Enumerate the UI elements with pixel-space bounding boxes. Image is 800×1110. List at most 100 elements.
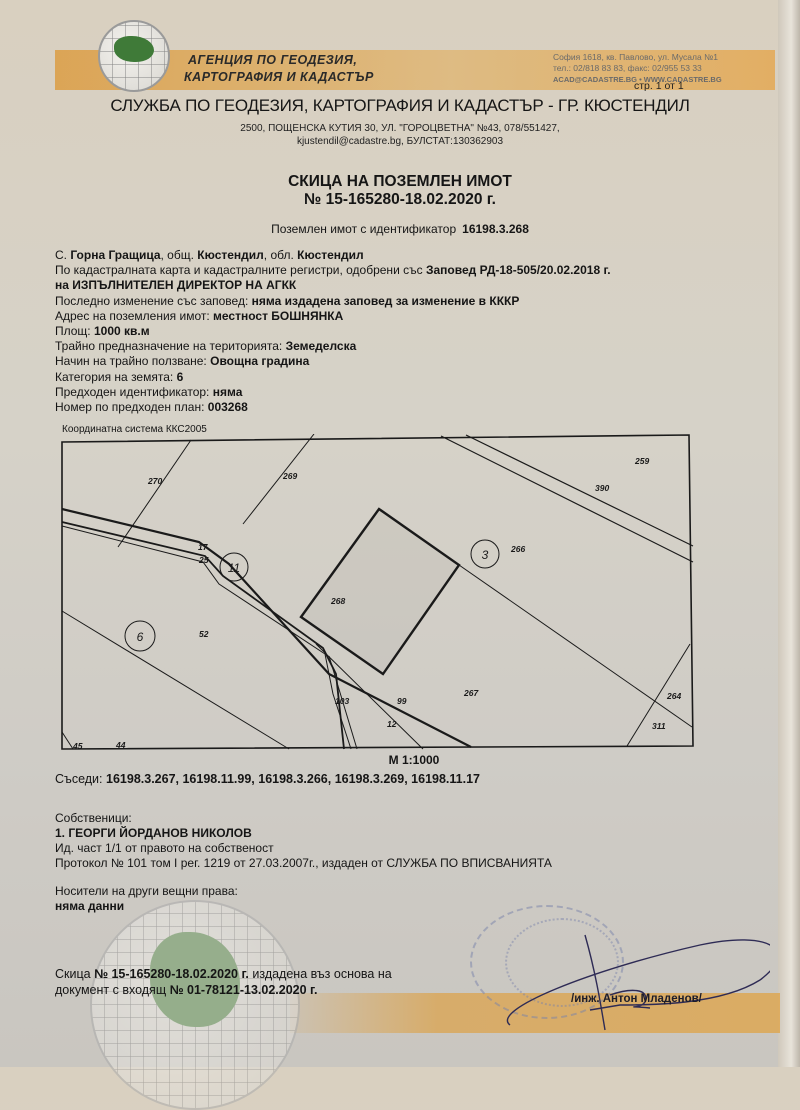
map-scale: М 1:1000: [388, 753, 440, 767]
property-identifier: Поземлен имот с идентификатор 16198.3.268: [0, 222, 800, 236]
usage-line: Начин на трайно ползване: Овощна градина: [55, 354, 611, 369]
address-label: Адрес на поземления имот:: [55, 308, 210, 323]
cadastral-map: 270 269 259 390 266 17 25 268 52 103 99 …: [61, 434, 694, 750]
prev-id-line: Предходен идентификатор: няма: [55, 385, 611, 400]
usage-label: Начин на трайно ползване:: [55, 354, 207, 369]
neighbors-value: 16198.3.267, 16198.11.99, 16198.3.266, 1…: [106, 772, 480, 786]
official-stamp-icon: [470, 905, 624, 1019]
agency-name-line2: КАРТОГРАФИЯ И КАДАСТЪР: [184, 70, 374, 84]
agency-hq-contacts: София 1618, кв. Павлово, ул. Мусала №1 т…: [553, 52, 722, 85]
prev-id-label: Предходен идентификатор:: [55, 384, 210, 399]
paper-edge: [778, 0, 800, 1067]
service-address-line2: kjustendil@cadastre.bg, БУЛСТАТ:13036290…: [296, 136, 504, 147]
hq-web: ACAD@CADASTRE.BG • WWW.CADASTRE.BG: [553, 75, 722, 84]
other-rights-value: няма данни: [55, 899, 125, 913]
parcel-label-269: 269: [282, 471, 297, 481]
document-title-text: СКИЦА НА ПОЗЕМЛЕН ИМОТ: [288, 173, 512, 190]
official-stamp-inner-icon: [505, 918, 619, 1007]
category-value: 6: [176, 369, 184, 384]
parcel-label-52: 52: [199, 629, 209, 639]
coordinate-system: Координатна система ККС2005: [62, 424, 207, 435]
prev-id-value: няма: [212, 384, 243, 399]
parcel-label-390: 390: [595, 483, 609, 493]
incoming-doc-number: № 01-78121-13.02.2020 г.: [169, 983, 318, 997]
other-rights-section: Носители на други вещни права: няма данн…: [55, 884, 238, 914]
service-address: 2500, ПОЩЕНСКА КУТИЯ 30, УЛ. "ГОРОЦВЕТНА…: [0, 122, 800, 148]
parcel-label-12: 12: [387, 719, 397, 729]
zone-circle-3: [470, 539, 500, 569]
parcel-label-45: 45: [72, 741, 83, 750]
location-prefix: С.: [55, 248, 67, 262]
issued-prefix: Скица: [55, 967, 91, 981]
usage-value: Овощна градина: [210, 354, 310, 369]
owner-share: Ид. част 1/1 от правото на собственост: [55, 841, 274, 855]
zone-label-3: 3: [482, 548, 489, 562]
page-indicator: стр. 1 от 1: [634, 80, 684, 92]
hq-address: София 1618, кв. Павлово, ул. Мусала №1: [553, 52, 718, 62]
service-name: СЛУЖБА ПО ГЕОДЕЗИЯ, КАРТОГРАФИЯ И КАДАСТ…: [110, 96, 690, 115]
property-info: С. Горна Гращица, общ. Кюстендил, обл. К…: [55, 248, 611, 415]
parcel-label-99: 99: [397, 696, 407, 706]
signer-name: /инж. Антон Младенов/: [571, 993, 702, 1005]
parcel-label-266: 266: [510, 544, 525, 554]
document-title: СКИЦА НА ПОЗЕМЛЕН ИМОТ № 15-165280-18.02…: [0, 173, 800, 209]
order-issuer: на ИЗПЪЛНИТЕЛЕН ДИРЕКТОР НА АГКК: [55, 278, 297, 293]
agency-name-line1: АГЕНЦИЯ ПО ГЕОДЕЗИЯ,: [188, 53, 358, 67]
last-change-value: няма издадена заповед за изменение в ККК…: [251, 293, 520, 308]
owner-name: 1. ГЕОРГИ ЙОРДАНОВ НИКОЛОВ: [55, 826, 252, 840]
location-line: С. Горна Гращица, общ. Кюстендил, обл. К…: [55, 248, 611, 263]
parcel-label-25: 25: [198, 555, 209, 565]
purpose-label: Трайно предназначение на територията:: [55, 339, 283, 354]
municipality: Кюстендил: [197, 248, 264, 262]
identifier-value: 16198.3.268: [462, 222, 529, 236]
prev-plan-line: Номер по предходен план: 003268: [55, 400, 611, 415]
parcel-label-259: 259: [634, 456, 649, 466]
purpose-line: Трайно предназначение на територията: Зе…: [55, 339, 611, 354]
area-value: 1000 кв.м: [94, 324, 150, 339]
agency-logo-globe-icon: [98, 20, 170, 92]
incoming-doc-prefix: документ с входящ: [55, 983, 167, 997]
signature-icon: [506, 934, 770, 1031]
parcel-label-103: 103: [335, 696, 349, 706]
cadastre-line: По кадастралната карта и кадастралните р…: [55, 263, 611, 278]
hq-phone: тел.: 02/818 83 83, факс: 02/955 53 33: [553, 63, 702, 73]
letterhead-band: [55, 50, 775, 90]
address-value: местност БОШНЯНКА: [213, 308, 344, 323]
last-change-label: Последно изменение със заповед:: [55, 293, 249, 308]
prev-plan-label: Номер по предходен план:: [55, 400, 205, 415]
purpose-value: Земеделска: [285, 339, 357, 354]
zone-label-6: 6: [137, 630, 144, 644]
owners-section: Собственици: 1. ГЕОРГИ ЙОРДАНОВ НИКОЛОВ …: [55, 811, 552, 871]
category-line: Категория на земята: 6: [55, 370, 611, 385]
region-label: , обл.: [263, 248, 294, 262]
address-line: Адрес на поземления имот: местност БОШНЯ…: [55, 309, 611, 324]
parcel-label-268: 268: [330, 596, 345, 606]
parcel-label-267: 267: [463, 688, 479, 698]
issuance-note: Скица № 15-165280-18.02.2020 г. издадена…: [55, 966, 392, 998]
neighbors-label: Съседи:: [55, 772, 103, 786]
municipality-label: , общ.: [160, 248, 194, 262]
identifier-label: Поземлен имот с идентификатор: [271, 222, 457, 236]
zone-label-11: 11: [228, 561, 240, 575]
zone-circle-11: [219, 552, 249, 582]
agency-name: АГЕНЦИЯ ПО ГЕОДЕЗИЯ, КАРТОГРАФИЯ И КАДАС…: [184, 52, 374, 86]
service-address-line1: 2500, ПОЩЕНСКА КУТИЯ 30, УЛ. "ГОРОЦВЕТНА…: [240, 123, 560, 134]
last-change-line: Последно изменение със заповед: няма изд…: [55, 294, 611, 309]
parcel-label-311: 311: [652, 721, 666, 731]
village: Горна Гращица: [70, 248, 161, 262]
parcel-label-44: 44: [115, 740, 126, 750]
cadastre-text: По кадастралната карта и кадастралните р…: [55, 263, 423, 278]
zone-circle-6: [124, 620, 156, 652]
parcel-label-17: 17: [198, 542, 209, 552]
neighbors: Съседи: 16198.3.267, 16198.11.99, 16198.…: [55, 772, 480, 786]
owner-protocol: Протокол № 101 том I рег. 1219 от 27.03.…: [55, 856, 552, 870]
other-rights-label: Носители на други вещни права:: [55, 884, 238, 898]
parcel-label-264: 264: [666, 691, 681, 701]
owners-label: Собственици:: [55, 811, 132, 825]
category-label: Категория на земята:: [55, 369, 174, 384]
area-label: Площ:: [55, 324, 91, 339]
area-line: Площ: 1000 кв.м: [55, 324, 611, 339]
document-number: № 15-165280-18.02.2020 г.: [304, 191, 496, 208]
watermark-globe-icon: [90, 900, 300, 1110]
parcel-label-270: 270: [147, 476, 162, 486]
